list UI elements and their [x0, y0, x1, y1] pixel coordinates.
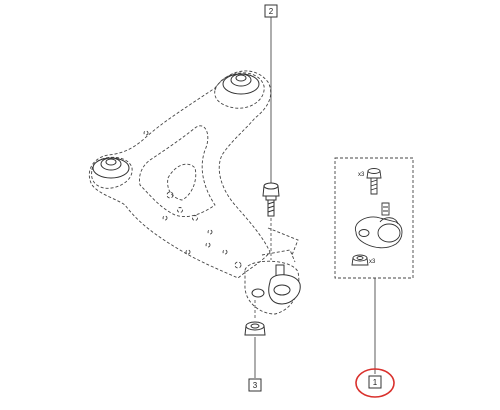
detail-box [334, 157, 414, 279]
nut [244, 321, 266, 336]
front-bushing [92, 157, 130, 179]
highlight-circle [355, 368, 395, 398]
detail-ball-joint [354, 202, 403, 249]
rear-bushing [222, 73, 260, 95]
callout-2[interactable]: 2 [264, 4, 278, 18]
detail-nut-qty: x3 [369, 259, 376, 265]
detail-bolt [366, 168, 382, 195]
detail-nut [351, 254, 369, 266]
svg-text:3: 3 [253, 381, 258, 390]
bolt [262, 182, 280, 217]
detail-bolt-qty: x3 [358, 172, 365, 178]
callout-1[interactable]: 1 [368, 375, 382, 389]
svg-text:2: 2 [269, 7, 274, 16]
svg-text:1: 1 [373, 378, 378, 387]
callout-3[interactable]: 3 [248, 378, 262, 392]
installed-ball-joint [251, 264, 301, 305]
